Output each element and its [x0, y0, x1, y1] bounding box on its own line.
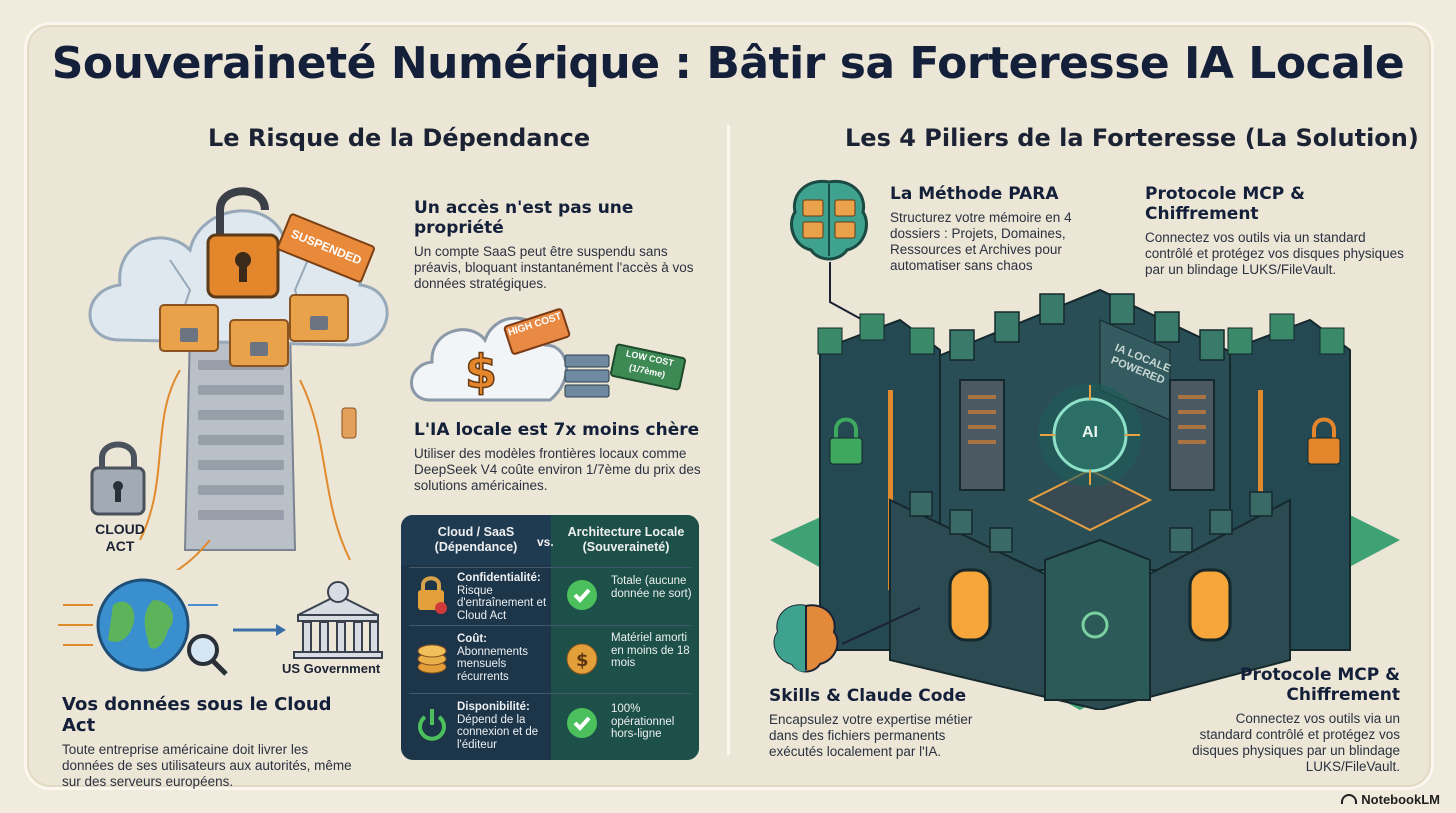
row1-right: Totale (aucune donnée ne sort)	[611, 575, 692, 600]
access-text: Un compte SaaS peut être suspendu sans p…	[414, 244, 694, 291]
check-icon	[567, 580, 597, 610]
cloud-act-text: Toute entreprise américaine doit livrer …	[62, 742, 352, 789]
row3-right: 100% opérationnel hors-ligne	[611, 703, 675, 740]
notebooklm-logo-icon	[1341, 794, 1358, 804]
left-section-title: Le Risque de la Dépendance	[208, 124, 591, 152]
padlock-icon	[90, 441, 146, 516]
coins-icon	[417, 644, 447, 674]
us-government-label: US Government	[282, 661, 381, 676]
mcp-top-heading: Protocole MCP & Chiffrement	[1145, 184, 1305, 224]
row-divider	[409, 693, 691, 694]
row1-left: Confidentialité:Risque d'entraînement et…	[457, 572, 547, 622]
check-icon	[567, 708, 597, 738]
ai-chip-label: AI	[1082, 424, 1098, 441]
access-heading: Un accès n'est pas une propriété	[414, 198, 634, 238]
comparison-panel: Cloud / SaaS (Dépendance) vs. Architectu…	[401, 515, 699, 760]
folder-icons	[159, 294, 349, 367]
right-section-title: Les 4 Piliers de la Forteresse (La Solut…	[845, 124, 1419, 152]
globe-government-illustration	[58, 578, 383, 676]
data-lines-icon	[58, 604, 218, 646]
cloud-act-label: CLOUD ACT	[95, 521, 145, 554]
gear-icon	[1081, 611, 1109, 639]
colorful-brain-icon	[773, 604, 839, 673]
row-divider	[409, 625, 691, 626]
para-text: Structurez votre mémoire en 4 dossiers :…	[890, 210, 1072, 273]
row-divider	[409, 567, 691, 568]
cloud-act-heading: Vos données sous le Cloud Act	[62, 694, 332, 736]
skills-heading: Skills & Claude Code	[769, 686, 967, 706]
page-title: Souveraineté Numérique : Bâtir sa Forter…	[51, 38, 1405, 89]
cloud-tower-illustration	[88, 187, 389, 570]
col-right-header: Architecture Locale (Souveraineté)	[567, 525, 685, 554]
panel-left-header-bg	[401, 515, 551, 565]
fortress-illustration	[770, 288, 1400, 710]
mcp-top-text: Connectez vos outils via un standard con…	[1145, 230, 1404, 277]
central-tower	[1044, 538, 1151, 701]
mcp-bottom-heading: Protocole MCP & Chiffrement	[1240, 665, 1400, 705]
globe-icon	[96, 578, 190, 672]
orange-padlock-icon	[1307, 417, 1341, 465]
green-padlock-icon	[829, 417, 863, 465]
local-ai-heading: L'IA locale est 7x moins chère	[414, 420, 700, 440]
left-gate	[948, 568, 992, 642]
row2-right: Matériel amorti en moins de 18 mois	[611, 632, 690, 669]
vs-label: vs.	[537, 535, 554, 549]
server-tower-icon	[139, 329, 351, 570]
power-icon	[418, 709, 446, 741]
row3-left: Disponibilité:Dépend de la connexion et …	[457, 701, 539, 751]
padlock-warning-icon	[418, 576, 447, 614]
svg-text:$: $	[576, 650, 589, 671]
small-tag-icon	[341, 407, 357, 439]
brain-folders-icon	[790, 179, 868, 261]
mcp-bottom-text: Connectez vos outils via un standard con…	[1192, 711, 1400, 774]
server-stack-icon	[564, 354, 610, 398]
local-ai-text: Utiliser des modèles frontières locaux c…	[414, 446, 701, 493]
dollar-coin-icon: $	[566, 643, 598, 675]
row2-left: Coût:Abonnements mensuels récurrents	[457, 633, 528, 683]
divider	[727, 125, 730, 755]
col-left-header: Cloud / SaaS (Dépendance)	[434, 525, 518, 554]
open-padlock-icon	[206, 187, 280, 299]
right-gate	[1188, 568, 1232, 642]
government-building-icon	[293, 581, 383, 659]
connector-line	[829, 262, 871, 325]
notebooklm-brand: NotebookLM	[1341, 792, 1440, 807]
svg-text:$: $	[465, 345, 497, 399]
para-heading: La Méthode PARA	[890, 184, 1059, 204]
connector-line	[842, 607, 921, 645]
magnifier-icon	[187, 634, 228, 676]
skills-text: Encapsulez votre expertise métier dans d…	[769, 712, 973, 759]
